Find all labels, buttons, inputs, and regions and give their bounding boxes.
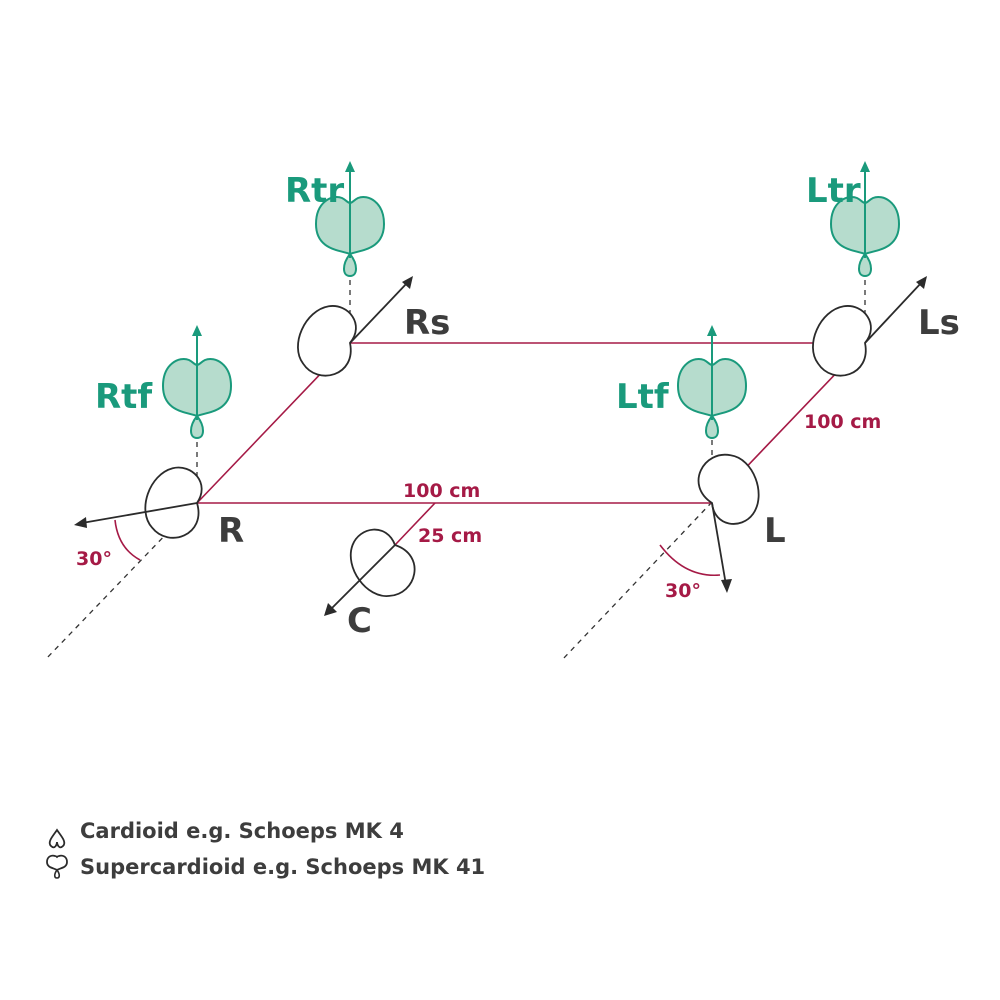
mic-r xyxy=(74,461,208,543)
angle-arc-left xyxy=(659,544,721,577)
label-rtr: Rtr xyxy=(285,171,344,211)
projection-line-right xyxy=(44,501,198,661)
angle-arc-right xyxy=(114,519,141,561)
label-rtf: Rtf xyxy=(95,377,153,417)
mic-ltr xyxy=(830,161,900,277)
label-c: C xyxy=(347,601,372,641)
label-l: L xyxy=(764,511,786,551)
cardioid-icon xyxy=(48,828,66,849)
supercardioid-icon xyxy=(46,854,68,879)
mic-ls xyxy=(805,276,927,383)
dim-angle-left: 30° xyxy=(665,580,701,602)
height-connectors xyxy=(196,280,866,502)
label-ltf: Ltf xyxy=(616,377,670,417)
legend-cardioid-text: Cardioid e.g. Schoeps MK 4 xyxy=(80,819,404,843)
legend-supercardioid-text: Supercardioid e.g. Schoeps MK 41 xyxy=(80,855,485,879)
label-ls: Ls xyxy=(918,303,960,343)
mic-ltf xyxy=(677,325,747,439)
center-offset-line xyxy=(394,502,436,546)
mic-l xyxy=(688,443,773,593)
mic-c xyxy=(324,518,426,616)
dim-center-offset: 25 cm xyxy=(418,525,482,547)
legend: Cardioid e.g. Schoeps MK 4 Supercardioid… xyxy=(46,819,485,879)
label-ltr: Ltr xyxy=(806,171,861,211)
projection-line-left xyxy=(561,501,713,661)
mic-rtr xyxy=(315,161,385,277)
dim-front-width: 100 cm xyxy=(403,480,480,502)
label-r: R xyxy=(218,511,244,551)
mic-rtf xyxy=(162,325,232,439)
mic-rs xyxy=(290,276,413,383)
dim-angle-right: 30° xyxy=(76,548,112,570)
label-rs: Rs xyxy=(404,303,450,343)
dim-side-depth: 100 cm xyxy=(804,411,881,433)
